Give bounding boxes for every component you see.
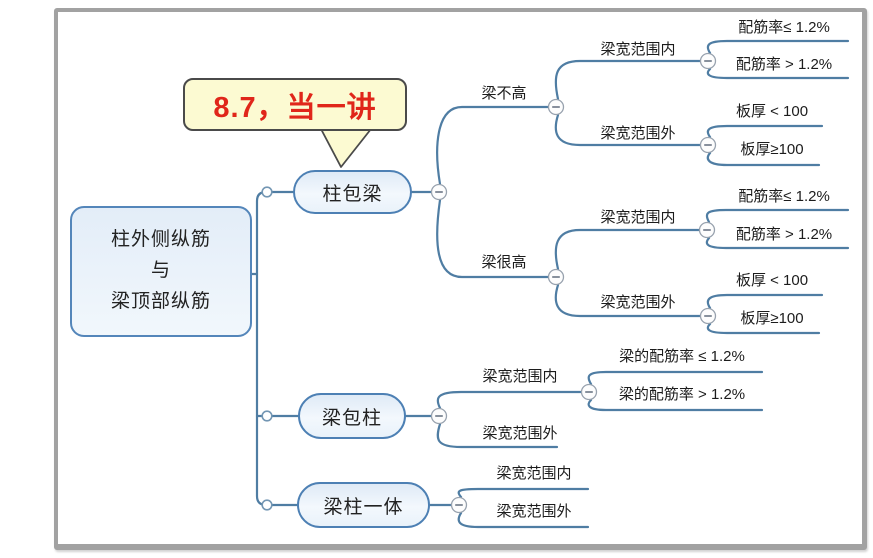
node-outside-beam-width[interactable]: 梁宽范围外	[600, 294, 676, 311]
node-slab-ge-100[interactable]: 板厚≥100	[740, 310, 804, 327]
branch-line	[706, 124, 824, 139]
node-beam-ratio-le-1-2[interactable]: 梁的配筋率 ≤ 1.2%	[619, 348, 745, 365]
branch-line	[705, 236, 850, 250]
branch-line	[706, 151, 821, 167]
root-node-line: 柱外侧纵筋	[110, 229, 211, 251]
node-label: 梁柱一体	[323, 496, 404, 518]
callout-tail-icon	[320, 128, 372, 168]
branch-line	[706, 322, 821, 335]
branch-line	[706, 293, 824, 310]
collapse-handle-icon[interactable]	[699, 307, 717, 325]
node-within-beam-width[interactable]: 梁宽范围内	[482, 368, 558, 385]
collapse-handle-icon[interactable]	[450, 496, 468, 514]
node-outside-beam-width[interactable]: 梁宽范围外	[600, 125, 676, 142]
node-zhu-bao-liang[interactable]: 柱包梁	[293, 170, 412, 214]
node-within-beam-width[interactable]: 梁宽范围内	[600, 209, 676, 226]
branch-line	[255, 190, 299, 507]
branch-line	[554, 283, 703, 318]
branch-line	[436, 105, 551, 186]
branch-line	[706, 67, 850, 80]
collapse-handle-icon[interactable]	[430, 407, 448, 425]
node-outside-beam-width[interactable]: 梁宽范围外	[496, 503, 572, 520]
branch-line	[457, 487, 590, 499]
branch-line	[554, 228, 702, 271]
junction-circle-icon[interactable]	[261, 410, 273, 422]
node-slab-ge-100[interactable]: 板厚≥100	[740, 141, 804, 158]
node-label: 柱包梁	[322, 183, 383, 205]
node-slab-lt-100[interactable]: 板厚 < 100	[735, 272, 809, 289]
root-node[interactable]: 柱外侧纵筋 与 梁顶部纵筋	[70, 206, 252, 337]
branch-line	[706, 39, 850, 55]
branch-line	[587, 370, 764, 386]
branch-line	[457, 511, 590, 529]
node-within-beam-width[interactable]: 梁宽范围内	[496, 465, 572, 482]
collapse-handle-icon[interactable]	[580, 383, 598, 401]
branch-line	[436, 390, 583, 410]
branch-line	[554, 113, 703, 147]
node-liang-bao-zhu[interactable]: 梁包柱	[298, 393, 406, 439]
collapse-handle-icon[interactable]	[699, 136, 717, 154]
root-node-line: 梁顶部纵筋	[110, 290, 211, 312]
collapse-handle-icon[interactable]	[547, 268, 565, 286]
node-beam-very-tall[interactable]: 梁很高	[481, 254, 527, 271]
root-node-line: 与	[150, 260, 171, 282]
junction-circle-icon[interactable]	[261, 499, 273, 511]
node-ratio-le-1-2[interactable]: 配筋率≤ 1.2%	[738, 188, 830, 205]
node-ratio-gt-1-2[interactable]: 配筋率 > 1.2%	[735, 56, 833, 73]
collapse-handle-icon[interactable]	[699, 52, 717, 70]
branch-line	[436, 198, 551, 279]
collapse-handle-icon[interactable]	[547, 98, 565, 116]
node-within-beam-width[interactable]: 梁宽范围内	[600, 41, 676, 58]
junction-circle-icon[interactable]	[261, 186, 273, 198]
node-label: 梁包柱	[321, 407, 382, 429]
branch-line	[436, 422, 559, 449]
node-liang-zhu-yi-ti[interactable]: 梁柱一体	[297, 482, 430, 528]
branch-line	[705, 208, 850, 224]
node-slab-lt-100[interactable]: 板厚 < 100	[735, 103, 809, 120]
node-beam-ratio-gt-1-2[interactable]: 梁的配筋率 > 1.2%	[618, 386, 746, 403]
branch-line	[587, 398, 764, 412]
node-ratio-gt-1-2[interactable]: 配筋率 > 1.2%	[735, 226, 833, 243]
callout-label: 8.7，当一讲	[213, 91, 377, 124]
node-ratio-le-1-2[interactable]: 配筋率≤ 1.2%	[738, 19, 830, 36]
collapse-handle-icon[interactable]	[698, 221, 716, 239]
node-outside-beam-width[interactable]: 梁宽范围外	[482, 425, 558, 442]
collapse-handle-icon[interactable]	[430, 183, 448, 201]
node-beam-not-tall[interactable]: 梁不高	[481, 85, 527, 102]
branch-line	[554, 59, 703, 101]
callout-note[interactable]: 8.7，当一讲	[183, 78, 407, 131]
